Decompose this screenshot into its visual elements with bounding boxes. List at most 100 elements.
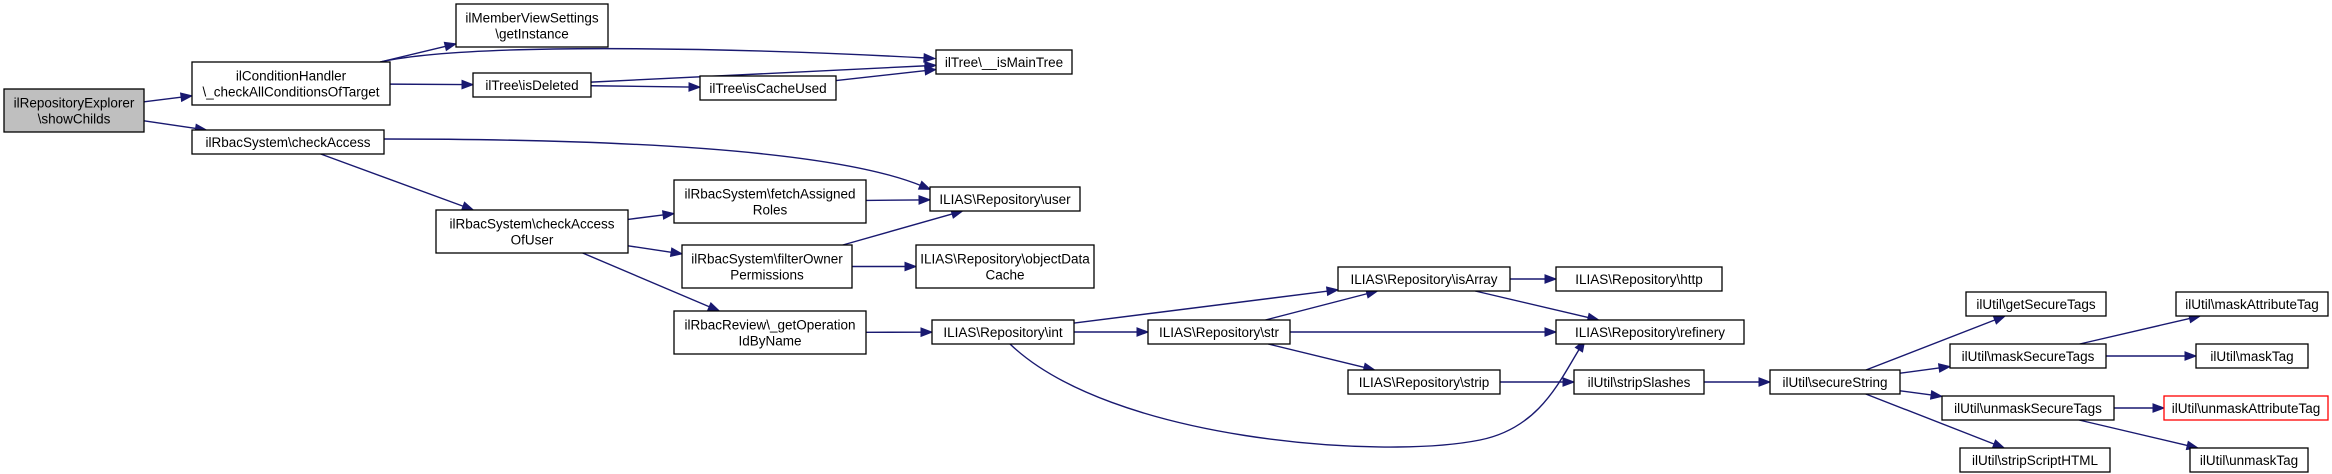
graph-node[interactable]: ilUtil\unmaskSecureTags xyxy=(1941,395,2115,421)
graph-node[interactable]: ilUtil\unmaskTag xyxy=(2189,447,2309,473)
graph-node[interactable]: ilTree\isCacheUsed xyxy=(699,75,837,101)
node-label: ILIAS\Repository\str xyxy=(1159,325,1280,340)
node-box[interactable] xyxy=(1959,447,2111,473)
node-box[interactable] xyxy=(929,186,1081,212)
edge-arrowhead xyxy=(443,41,458,52)
node-label: ilUtil\getSecureTags xyxy=(1976,297,2096,312)
node-box[interactable] xyxy=(191,129,385,155)
node-box[interactable] xyxy=(472,72,592,98)
node-label: ILIAS\Repository\strip xyxy=(1359,375,1490,390)
node-label: ILIAS\Repository\user xyxy=(939,192,1071,207)
graph-node[interactable]: ILIAS\Repository\int xyxy=(931,319,1075,345)
edge-n4-n6 xyxy=(590,85,692,88)
node-label: ILIAS\Repository\isArray xyxy=(1350,272,1497,287)
graph-node[interactable]: ILIAS\Repository\isArray xyxy=(1337,266,1511,292)
node-label: ilUtil\maskSecureTags xyxy=(1962,349,2095,364)
node-box[interactable] xyxy=(935,49,1073,75)
node-label: Roles xyxy=(753,203,788,218)
node-box[interactable] xyxy=(2195,343,2309,369)
graph-node[interactable]: ilTree\__isMainTree xyxy=(935,49,1073,75)
edge-arrowhead xyxy=(1758,377,1772,387)
graph-node[interactable]: ILIAS\Repository\strip xyxy=(1347,369,1501,395)
edge-n23-n28 xyxy=(2078,419,2190,447)
graph-node[interactable]: ILIAS\Repository\http xyxy=(1555,266,1723,292)
node-box[interactable] xyxy=(191,61,391,106)
edge-arrowhead xyxy=(1136,327,1150,337)
graph-node[interactable]: ilRepositoryExplorer\showChilds xyxy=(3,88,145,133)
node-box[interactable] xyxy=(2175,291,2329,317)
node-box[interactable] xyxy=(1555,266,1723,292)
graph-node[interactable]: ILIAS\Repository\user xyxy=(929,186,1081,212)
edge-arrowhead xyxy=(917,180,932,190)
graph-node[interactable]: ilUtil\maskSecureTags xyxy=(1949,343,2107,369)
edge-arrowhead xyxy=(904,261,918,272)
node-box[interactable] xyxy=(1941,395,2115,421)
graph-node[interactable]: ilMemberViewSettings\getInstance xyxy=(455,3,609,48)
graph-node[interactable]: ilUtil\secureString xyxy=(1769,369,1901,395)
graph-node[interactable]: ilUtil\getSecureTags xyxy=(1965,291,2107,317)
node-box[interactable] xyxy=(673,179,867,224)
edge-n20-n24 xyxy=(1865,393,1997,446)
edge-arrowhead xyxy=(1937,363,1952,373)
edge-n2-n8 xyxy=(320,153,466,208)
node-box[interactable] xyxy=(915,244,1095,289)
graph-node[interactable]: ilTree\isDeleted xyxy=(472,72,592,98)
node-box[interactable] xyxy=(1555,319,1745,345)
node-box[interactable] xyxy=(1573,369,1705,395)
node-box[interactable] xyxy=(455,3,609,48)
graph-node[interactable]: ilUtil\maskAttributeTag xyxy=(2175,291,2329,317)
node-box[interactable] xyxy=(435,209,629,254)
node-box[interactable] xyxy=(3,88,145,133)
node-label: ILIAS\Repository\int xyxy=(943,325,1063,340)
node-box[interactable] xyxy=(1769,369,1901,395)
graph-node[interactable]: ilUtil\stripScriptHTML xyxy=(1959,447,2111,473)
nodes-layer: ilRepositoryExplorer\showChilds ilConditi… xyxy=(3,3,2329,473)
node-label: ILIAS\Repository\objectData xyxy=(920,252,1090,267)
edge-arrowhead xyxy=(1544,274,1558,284)
node-box[interactable] xyxy=(931,319,1075,345)
node-label: ilRbacReview\_getOperation xyxy=(684,318,855,333)
graph-node[interactable]: ilConditionHandler\_checkAllConditionsOf… xyxy=(191,61,391,106)
graph-node[interactable]: ilRbacSystem\checkAccess xyxy=(191,129,385,155)
node-box[interactable] xyxy=(699,75,837,101)
edge-arrowhead xyxy=(460,201,475,211)
edge-n20-n21 xyxy=(1865,318,1997,371)
node-box[interactable] xyxy=(1147,319,1291,345)
node-box[interactable] xyxy=(1949,343,2107,369)
edge-n16-n18 xyxy=(1268,343,1367,369)
node-box[interactable] xyxy=(1347,369,1501,395)
graph-node[interactable]: ILIAS\Repository\str xyxy=(1147,319,1291,345)
graph-node[interactable]: ILIAS\Repository\refinery xyxy=(1555,319,1745,345)
edge-n14-n15 xyxy=(1475,290,1591,319)
edge-arrowhead xyxy=(918,194,932,205)
edge-arrowhead xyxy=(1562,377,1576,387)
edge-n20-n23 xyxy=(1899,390,1934,396)
graph-node[interactable]: ilUtil\maskTag xyxy=(2195,343,2309,369)
node-box[interactable] xyxy=(673,310,867,355)
edge-arrowhead xyxy=(923,52,937,63)
node-box[interactable] xyxy=(1965,291,2107,317)
edge-n13-n14 xyxy=(1073,290,1330,324)
node-box[interactable] xyxy=(2189,447,2309,473)
edge-arrowhead xyxy=(1325,286,1340,297)
node-label: ilRbacSystem\checkAccess xyxy=(205,135,370,150)
edge-arrowhead xyxy=(179,92,194,103)
edge-n1-n5 xyxy=(379,47,927,63)
edge-n20-n22 xyxy=(1899,367,1942,374)
node-label: ilTree\isDeleted xyxy=(485,78,578,93)
node-box[interactable] xyxy=(2163,395,2329,421)
graph-node[interactable]: ilUtil\stripSlashes xyxy=(1573,369,1705,395)
node-label: Permissions xyxy=(730,268,804,283)
node-label: ilRbacSystem\checkAccess xyxy=(449,217,614,232)
node-box[interactable] xyxy=(681,244,853,289)
node-box[interactable] xyxy=(1337,266,1511,292)
node-label: \getInstance xyxy=(495,27,569,42)
graph-node[interactable]: ilUtil\unmaskAttributeTag xyxy=(2163,395,2329,421)
node-label: \showChilds xyxy=(38,112,111,127)
